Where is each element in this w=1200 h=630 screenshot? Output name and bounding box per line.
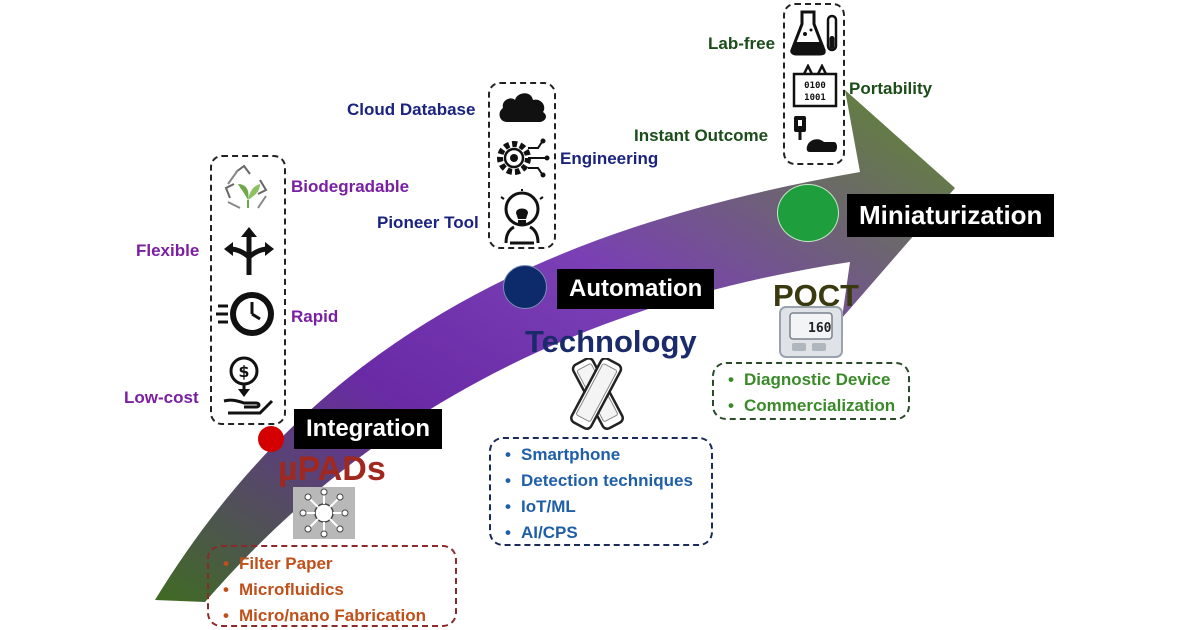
heading-technology: Technology	[525, 324, 697, 359]
label-portability: Portability	[849, 79, 933, 98]
list-item: Filter Paper	[223, 551, 455, 577]
device-readout: 160	[808, 321, 832, 336]
arrow-body	[155, 90, 955, 602]
list-item: AI/CPS	[505, 520, 711, 546]
integration-features-box	[210, 155, 286, 425]
list-item: Micro/nano Fabrication	[223, 603, 455, 629]
label-instant-outcome: Instant Outcome	[634, 126, 769, 145]
label-flexible: Flexible	[136, 241, 200, 260]
smartphones-icon	[570, 358, 624, 430]
svg-text:0100: 0100	[804, 81, 826, 91]
label-low-cost: Low-cost	[124, 388, 199, 407]
label-lab-free: Lab-free	[708, 34, 776, 53]
portable-chip-icon: 0100 1001	[792, 64, 838, 108]
recycle-leaf-icon	[224, 164, 268, 209]
svg-text:$: $	[238, 362, 249, 381]
fast-clock-icon	[216, 292, 274, 336]
upads-list-box: Filter Paper Microfluidics Micro/nano Fa…	[207, 545, 457, 629]
label-engineering: Engineering	[560, 149, 659, 168]
svg-text:1001: 1001	[804, 93, 826, 103]
list-item: Diagnostic Device	[728, 367, 908, 393]
coin-hand-icon: $	[223, 356, 274, 415]
upad-chip-icon	[293, 487, 355, 539]
lightbulb-head-icon	[500, 189, 544, 245]
list-item: IoT/ML	[505, 494, 711, 520]
cloud-icon	[499, 93, 546, 122]
list-item: Commercialization	[728, 393, 908, 419]
list-item: Microfluidics	[223, 577, 455, 603]
automation-features-box	[488, 82, 556, 249]
list-item: Smartphone	[505, 442, 711, 468]
automation-dot	[503, 265, 547, 309]
stage-miniaturization: Miniaturization	[847, 194, 1055, 237]
heading-upads: µPADs	[278, 450, 386, 488]
integration-dot	[258, 426, 284, 452]
miniaturization-dot	[777, 184, 839, 242]
stage-automation: Automation	[557, 269, 715, 309]
glucose-meter-icon	[779, 306, 843, 358]
split-arrows-icon	[224, 227, 274, 275]
miniaturization-features-box	[783, 3, 845, 165]
instant-result-icon	[794, 116, 837, 152]
gear-circuit-icon	[497, 138, 550, 178]
label-rapid: Rapid	[291, 307, 339, 326]
poct-list-box: Diagnostic Device Commercialization	[712, 362, 910, 420]
lab-flask-icon	[790, 10, 838, 56]
list-item: Detection techniques	[505, 468, 711, 494]
technology-list-box: Smartphone Detection techniques IoT/ML A…	[489, 437, 713, 546]
stage-integration: Integration	[294, 409, 442, 449]
label-pioneer-tool: Pioneer Tool	[377, 213, 479, 232]
label-cloud-database: Cloud Database	[347, 100, 476, 119]
label-biodegradable: Biodegradable	[291, 177, 410, 196]
